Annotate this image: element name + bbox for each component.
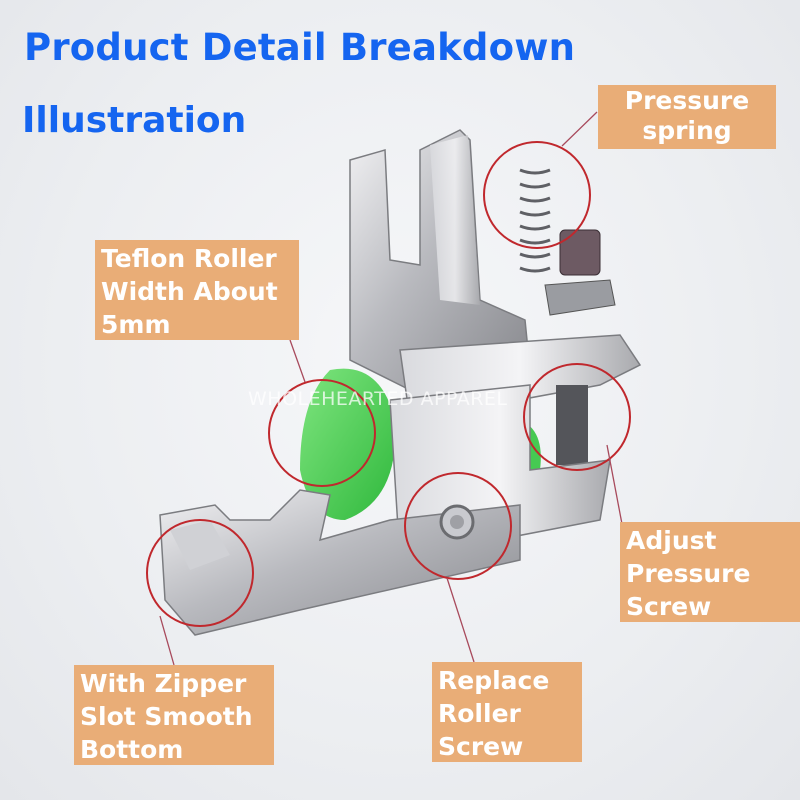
callout-line: spring: [642, 116, 732, 145]
callout-adjust-pressure-screw: Adjust Pressure Screw: [620, 522, 800, 622]
callout-line: With Zipper: [80, 669, 247, 698]
teflon-roller: [300, 368, 396, 520]
watermark: WHOLEHEARTED APPAREL: [248, 388, 508, 410]
callout-line: Teflon Roller: [101, 244, 277, 273]
callout-teflon-roller: Teflon Roller Width About 5mm: [95, 240, 299, 340]
page-subtitle: Illustration: [22, 100, 247, 141]
callout-line: Pressure: [624, 86, 750, 115]
leader-line: [159, 615, 175, 666]
callout-line: Roller: [438, 699, 521, 728]
page-title: Product Detail Breakdown: [24, 26, 576, 69]
leader-line: [446, 577, 475, 663]
leader-line: [561, 111, 598, 147]
callout-zipper-slot: With Zipper Slot Smooth Bottom: [74, 665, 274, 765]
highlight-circle-zipper-slot: [146, 519, 254, 627]
callout-line: Pressure: [626, 559, 751, 588]
callout-line: Adjust: [626, 526, 717, 555]
callout-line: Screw: [438, 732, 524, 761]
highlight-circle-roller: [268, 379, 376, 487]
callout-line: Screw: [626, 592, 712, 621]
callout-line: Bottom: [80, 735, 184, 764]
callout-pressure-spring: Pressure spring: [598, 85, 776, 149]
highlight-circle-roller-screw: [404, 472, 512, 580]
highlight-circle-adjust-screw: [523, 363, 631, 471]
leader-line: [606, 444, 623, 525]
callout-replace-roller-screw: Replace Roller Screw: [432, 662, 582, 762]
callout-line: 5mm: [101, 310, 171, 339]
callout-line: Slot Smooth: [80, 702, 253, 731]
highlight-circle-spring: [483, 141, 591, 249]
callout-line: Width About: [101, 277, 278, 306]
callout-line: Replace: [438, 666, 550, 695]
foot-sole: [159, 489, 521, 636]
spring: [519, 168, 551, 273]
leader-line: [289, 339, 306, 383]
